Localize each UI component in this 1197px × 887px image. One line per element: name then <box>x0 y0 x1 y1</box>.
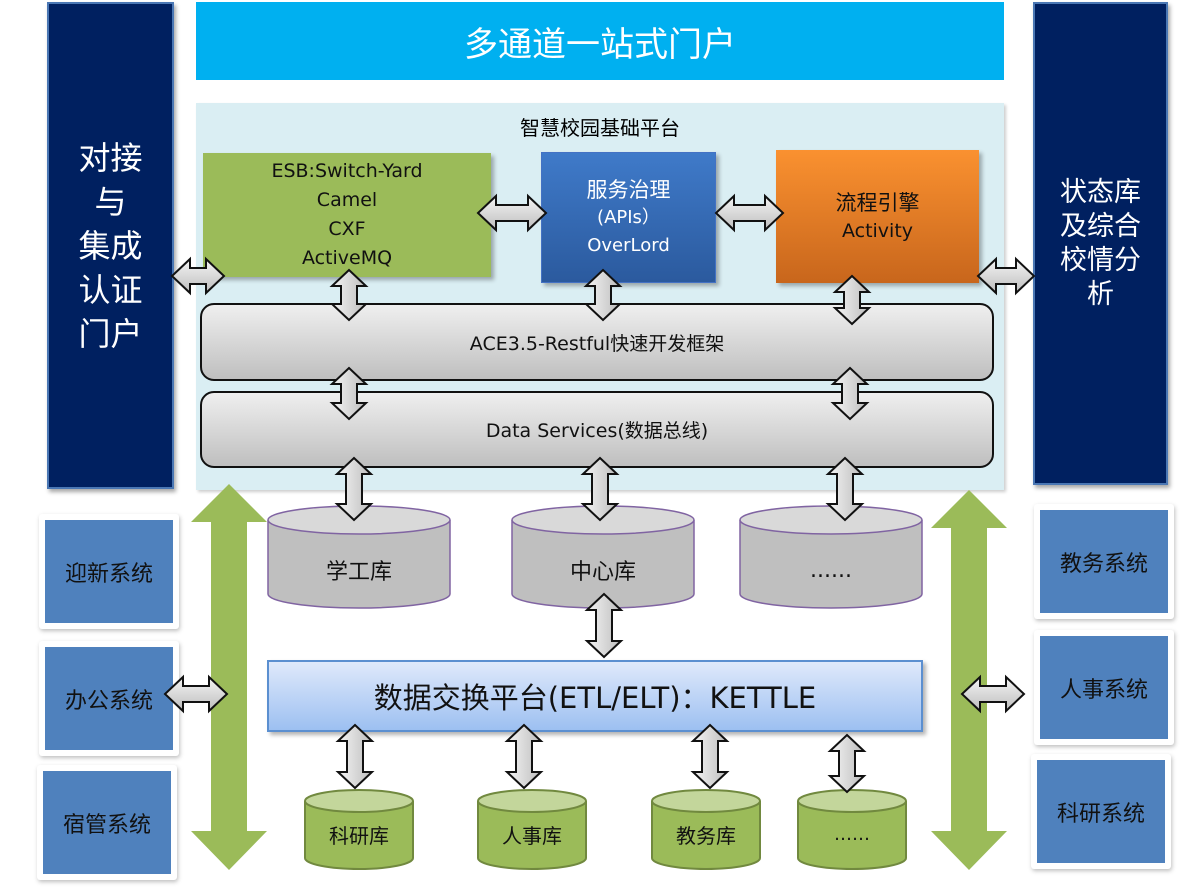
database-cylinder <box>739 505 923 609</box>
horizontal-double-arrow <box>960 674 1026 714</box>
service-governance-box: 服务治理 (APIs） OverLord <box>541 152 716 283</box>
right-panel-line: 校情分 <box>1060 244 1141 276</box>
database-label: 中心库 <box>570 560 636 585</box>
green-double-arrow-left <box>191 484 267 870</box>
horizontal-double-arrow <box>163 674 229 714</box>
esb-line: ActiveMQ <box>301 247 393 269</box>
source-db-label: 科研库 <box>329 824 389 848</box>
system-label: 宿管系统 <box>43 771 171 874</box>
source-db-cylinder <box>651 789 761 870</box>
vertical-double-arrow <box>583 268 623 322</box>
esb-line: ESB:Switch-Yard <box>271 160 423 182</box>
source-db-cylinder <box>797 789 907 870</box>
system-box: 办公系统 <box>39 641 179 756</box>
system-box: 教务系统 <box>1034 504 1174 619</box>
governance-overlord: OverLord <box>587 234 670 256</box>
system-label: 人事系统 <box>1040 636 1168 739</box>
data-services-label: Data Services(数据总线) <box>485 420 709 442</box>
left-panel-line: 门户 <box>78 314 143 353</box>
esb-line: CXF <box>328 218 366 240</box>
vertical-double-arrow <box>825 456 865 522</box>
vertical-double-arrow <box>827 733 867 794</box>
vertical-double-arrow <box>830 366 870 421</box>
platform-title: 智慧校园基础平台 <box>520 116 680 140</box>
horizontal-double-arrow <box>976 256 1036 296</box>
esb-line: Camel <box>316 189 378 211</box>
horizontal-double-arrow <box>476 193 548 233</box>
status-analysis-panel: 状态库 及综合 校情分 析 <box>1033 2 1168 485</box>
system-label: 科研系统 <box>1037 760 1165 863</box>
source-db-label: 教务库 <box>676 824 736 848</box>
system-box: 迎新系统 <box>39 514 179 629</box>
source-db-cylinder <box>304 789 414 870</box>
database-label: 学工库 <box>326 560 392 585</box>
horizontal-double-arrow <box>714 193 785 233</box>
database-cylinder <box>511 505 695 609</box>
vertical-double-arrow <box>329 268 369 322</box>
vertical-double-arrow <box>832 274 872 326</box>
data-exchange-label: 数据交换平台(ETL/ELT)：KETTLE <box>373 681 817 715</box>
vertical-double-arrow <box>334 456 374 522</box>
system-box: 人事系统 <box>1034 630 1174 745</box>
left-panel-line: 对接 <box>78 138 143 177</box>
right-panel-line: 状态库 <box>1060 176 1141 208</box>
portal-label: 多通道一站式门户 <box>464 24 736 65</box>
system-box: 宿管系统 <box>37 765 177 880</box>
system-box: 科研系统 <box>1031 754 1171 869</box>
system-label: 教务系统 <box>1040 510 1168 613</box>
workflow-engine-box: 流程引擎 Activity <box>776 150 979 283</box>
esb-box: ESB:Switch-Yard Camel CXF ActiveMQ <box>203 153 491 277</box>
ace-framework-label: ACE3.5-Restful快速开发框架 <box>469 332 725 355</box>
left-panel-line: 集成 <box>78 226 143 265</box>
multi-channel-portal: 多通道一站式门户 <box>196 2 1004 80</box>
right-panel-line: 析 <box>1087 278 1114 310</box>
source-db-label: …… <box>834 824 870 845</box>
integration-auth-portal-panel: 对接 与 集成 认证 门户 <box>47 2 174 489</box>
horizontal-double-arrow <box>170 256 226 296</box>
data-exchange-platform: 数据交换平台(ETL/ELT)：KETTLE <box>267 660 923 732</box>
source-db-cylinder <box>477 789 587 870</box>
source-db-label: 人事库 <box>502 824 562 848</box>
vertical-double-arrow <box>584 592 624 659</box>
vertical-double-arrow <box>690 723 730 790</box>
governance-title: 服务治理 <box>586 177 671 202</box>
left-panel-line: 与 <box>94 182 127 221</box>
system-label: 迎新系统 <box>45 520 173 623</box>
left-panel-line: 认证 <box>78 270 143 309</box>
system-label: 办公系统 <box>45 647 173 750</box>
governance-apis: (APIs） <box>597 206 660 228</box>
right-panel-line: 及综合 <box>1060 210 1141 242</box>
green-double-arrow-right <box>931 490 1007 870</box>
database-label: ...... <box>810 558 852 583</box>
vertical-double-arrow <box>335 723 375 790</box>
vertical-double-arrow <box>580 456 620 522</box>
workflow-activity: Activity <box>841 219 914 242</box>
workflow-title: 流程引擎 <box>835 190 920 215</box>
vertical-double-arrow <box>504 723 544 790</box>
database-cylinder <box>267 505 451 609</box>
vertical-double-arrow <box>329 366 369 421</box>
